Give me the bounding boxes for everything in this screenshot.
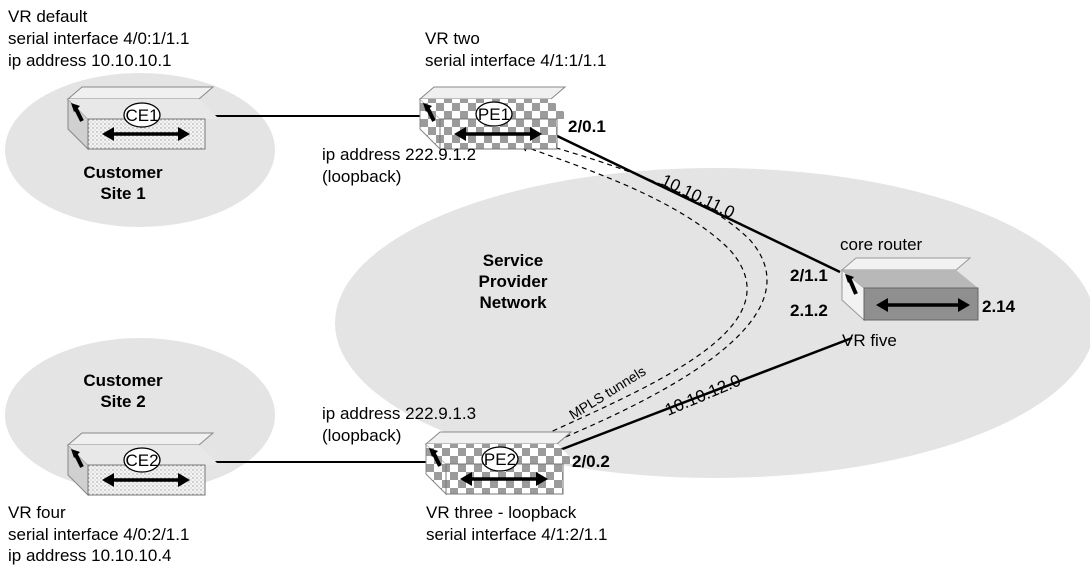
link-core-pe2 [551, 336, 853, 455]
pe2-router-icon [424, 431, 577, 496]
ce2-router-icon [66, 432, 219, 497]
ce1-interface-label: serial interface 4/0:1/1.1 [8, 29, 189, 48]
pe1-badge: PE1 [478, 105, 510, 124]
ce2-interface-label: serial interface 4/0:2/1.1 [8, 525, 189, 544]
core-port-b-label: 2.1.2 [790, 301, 828, 320]
link-pe1-core [552, 132, 841, 274]
pe2-vr-label: VR three - loopback [426, 503, 577, 522]
mpls-tunnel-inner [523, 139, 768, 455]
core-router-name: core router [840, 235, 923, 254]
pe2-loopback-label: (loopback) [322, 426, 401, 445]
provider-title-line3: Network [479, 293, 547, 312]
pe2-interface-label: serial interface 4/1:2/1.1 [426, 525, 607, 544]
pe1-interface-label: serial interface 4/1:1/1.1 [425, 51, 606, 70]
pe1-ip-label: ip address 222.9.1.2 [322, 145, 476, 164]
site2-title-line2: Site 2 [100, 392, 145, 411]
ce2-badge: CE2 [125, 451, 158, 470]
pe1-port-label: 2/0.1 [568, 117, 606, 136]
provider-title-line1: Service [483, 251, 544, 270]
ce2-vr-label: VR four [8, 503, 66, 522]
pe1-vr-label: VR two [425, 29, 480, 48]
ce1-router-icon [66, 86, 219, 151]
site2-title-line1: Customer [83, 371, 163, 390]
core-router-icon [840, 257, 979, 322]
pe2-ip-label: ip address 222.9.1.3 [322, 404, 476, 423]
ce2-ip-label: ip address 10.10.10.4 [8, 546, 172, 565]
ce1-badge: CE1 [125, 106, 158, 125]
pe1-router-icon [418, 86, 571, 151]
core-port-a-label: 2/1.1 [790, 266, 828, 285]
ce1-ip-label: ip address 10.10.10.1 [8, 51, 172, 70]
ce1-vr-label: VR default [8, 7, 88, 26]
pe2-port-label: 2/0.2 [572, 452, 610, 471]
mpls-tunnel-outer [511, 143, 748, 454]
site1-title-line1: Customer [83, 163, 163, 182]
pe2-badge: PE2 [484, 450, 516, 469]
core-vr-label: VR five [842, 331, 897, 350]
site1-title-line2: Site 1 [100, 184, 145, 203]
pe1-loopback-label: (loopback) [322, 167, 401, 186]
core-port-c-label: 2.14 [982, 297, 1016, 316]
provider-title-line2: Provider [479, 272, 548, 291]
